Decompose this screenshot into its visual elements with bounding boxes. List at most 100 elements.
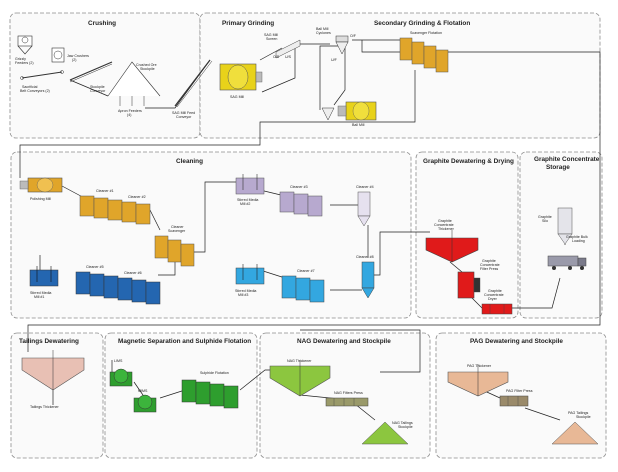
- cleaner-8-icon: [361, 261, 375, 299]
- sag-mill-screen-icon: [275, 39, 301, 59]
- tailings-dewatering-title: Tailings Dewatering: [19, 338, 79, 345]
- cleaner-3-label: Cleaner #3: [290, 185, 308, 189]
- grizzly-feeders-label-2: Feeders (2): [15, 61, 34, 65]
- belt-conveyors-label: Sacrificial: [22, 85, 38, 89]
- stockpile-conveyor-label-2: Conveyor: [90, 89, 106, 93]
- cleaner-6-label: Cleaner #6: [124, 271, 142, 275]
- nag-dewatering-section: [259, 332, 431, 459]
- cleaner-1-label: Cleaner #1: [96, 189, 114, 193]
- graphite-bulk-loading-label-2: Loading: [572, 239, 585, 243]
- tailings-dewatering-section: [10, 332, 104, 459]
- pag-filter-press-label: PAG Filter Press: [506, 389, 533, 393]
- cleaner-5-icon: [75, 271, 119, 299]
- ball-mill-icon: [337, 101, 377, 121]
- ball-mill-cyclones-icon: [335, 35, 349, 55]
- nag-filter-press-label: NAG Filters Press: [334, 391, 363, 395]
- sag-mill-label: SAG Mill: [230, 95, 244, 99]
- nag-stockpile-icon: [361, 421, 409, 445]
- sag-feed-conveyor-icon: [174, 59, 213, 108]
- stirred-media-mill-2-label: Stirred Media: [237, 198, 258, 202]
- cleaner-1-icon: [79, 195, 123, 221]
- apron-feeders-label: Apron Feeders: [118, 109, 142, 113]
- cleaner-2-label: Cleaner #2: [128, 195, 146, 199]
- lims-label: LIMS: [114, 359, 123, 363]
- belt-conveyor-icon: [20, 70, 64, 80]
- sulphide-flotation-label: Sulphide Flotation: [200, 371, 229, 375]
- secondary-grinding-title: Secondary Grinding & Flotation: [374, 20, 470, 27]
- graphite-dryer-label: Graphite: [488, 289, 502, 293]
- cleaner-5-label: Cleaner #5: [86, 265, 104, 269]
- stockpile-conveyor-icon: [69, 61, 113, 83]
- os-label-1: O/S: [273, 55, 280, 59]
- magnetic-separation-section: [104, 332, 258, 459]
- grizzly-feeders-label: Grizzly: [15, 57, 26, 61]
- nag-dewatering-title: NAG Dewatering and Stockpile: [297, 338, 391, 345]
- cleaner-2-icon: [121, 201, 151, 225]
- bulk-loading-truck-icon: [547, 255, 587, 270]
- sag-mill-icon: [219, 63, 263, 91]
- graphite-thickener-icon: [425, 230, 479, 263]
- cleaner-6-icon: [117, 277, 161, 305]
- primary-grinding-title: Primary Grinding: [222, 20, 274, 27]
- jaw-crusher-icon: [51, 47, 65, 63]
- pag-dewatering-title: PAG Dewatering and Stockpile: [470, 338, 563, 345]
- stirred-media-mill-1-label-2: Mill #1: [34, 295, 44, 299]
- magnetic-separation-title: Magnetic Separation and Sulphide Flotati…: [118, 338, 251, 345]
- tailings-thickener-label: Tailings Thickener: [30, 405, 59, 409]
- graphite-dryer-label-2: Concentrate: [484, 293, 504, 297]
- pag-stockpile-icon: [551, 421, 599, 445]
- graphite-silo-icon: [557, 207, 573, 245]
- belt-conveyors-label-2: Belt Conveyors (2): [20, 89, 50, 93]
- sag-mill-screen-label-2: Screen: [266, 37, 277, 41]
- jaw-crushers-label: Jaw Crushers: [67, 54, 89, 58]
- polishing-mill-icon: [19, 177, 63, 193]
- graphite-thickener-label: Graphite: [438, 219, 452, 223]
- graphite-dryer-icon: [481, 303, 513, 315]
- lims-icon: [109, 368, 133, 387]
- ball-mill-label: Ball Mill: [352, 123, 365, 127]
- sag-mill-screen-label: SAG Mill: [264, 33, 278, 37]
- stirred-media-mill-3-label: Stirred Media: [235, 289, 256, 293]
- mims-label: MIMS: [138, 389, 148, 393]
- flow-lines: [19, 39, 601, 421]
- cleaning-title: Cleaning: [176, 158, 203, 165]
- cleaner-4-icon: [357, 191, 371, 227]
- nag-thickener-icon: [269, 360, 331, 397]
- nag-filter-press-icon: [325, 397, 369, 407]
- graphite-silo-label-2: Silo: [542, 219, 548, 223]
- cleaning-section: [10, 151, 412, 319]
- us-label-1: U/S: [285, 55, 292, 59]
- cleaner-scavenger-icon: [154, 235, 195, 267]
- graphite-filter-press-label-3: Filter Press: [480, 267, 498, 271]
- pag-dewatering-section: [435, 332, 607, 459]
- graphite-dewatering-section: [415, 151, 519, 319]
- sulphide-flotation-icon: [181, 379, 239, 409]
- nag-stockpile-label-2: Stockpile: [398, 425, 413, 429]
- graphite-storage-title-1: Graphite Concentrate: [534, 156, 600, 163]
- stirred-media-mill-1-label: Stirred Media: [30, 291, 51, 295]
- nag-thickener-label: NAG Thickener: [287, 359, 312, 363]
- cleaner-4-label: Cleaner #4: [356, 185, 374, 189]
- crushing-title: Crushing: [88, 20, 116, 27]
- stirred-media-mill-3-icon: [235, 264, 265, 285]
- graphite-dewatering-title: Graphite Dewatering & Drying: [423, 158, 514, 165]
- stirred-media-mill-2-icon: [235, 174, 265, 195]
- crushed-ore-stockpile-label-2: Stockpile: [140, 67, 155, 71]
- jaw-crushers-label-2: (2): [72, 58, 76, 62]
- pag-thickener-label: PAG Thickener: [467, 364, 492, 368]
- grizzly-feeders-icon: [17, 35, 33, 55]
- graphite-thickener-label-3: Thickener: [438, 227, 455, 231]
- pag-thickener-icon: [447, 364, 509, 397]
- graphite-filter-press-icon: [457, 271, 481, 299]
- scavenger-flotation-label: Scavenger Flotation: [410, 31, 442, 35]
- ball-mill-cyclone-2-icon: [321, 107, 335, 121]
- cleaner-scavenger-label: Cleaner: [171, 225, 184, 229]
- pag-stockpile-label-2: Stockpile: [576, 415, 591, 419]
- cleaner-3-icon: [279, 191, 323, 217]
- crushed-ore-stockpile-label: Crushed Ore: [136, 63, 157, 67]
- graphite-filter-press-label-2: Concentrate: [480, 263, 500, 267]
- graphite-thickener-label-2: Concentrate: [434, 223, 454, 227]
- stirred-media-mill-1-icon: [29, 266, 59, 287]
- graphite-bulk-loading-label: Graphite Bulk: [566, 235, 588, 239]
